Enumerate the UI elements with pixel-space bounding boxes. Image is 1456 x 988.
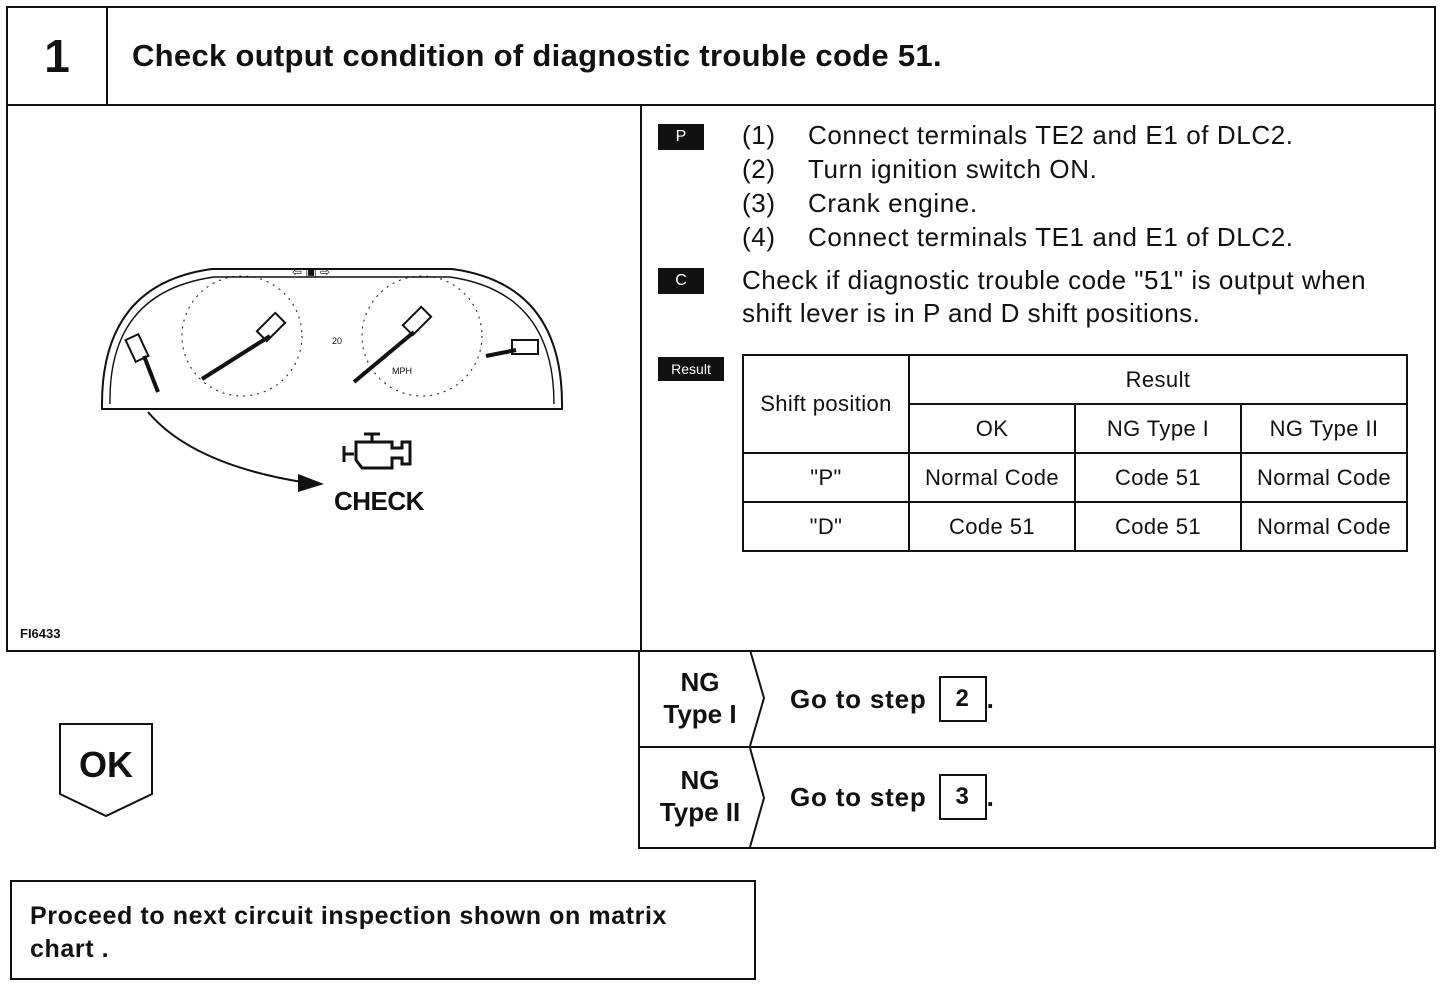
outcome-separator xyxy=(749,650,766,848)
column-ok: OK xyxy=(908,403,1076,454)
cluster-outline xyxy=(100,268,564,410)
procedure-steps: (1) Connect terminals TE2 and E1 of DLC2… xyxy=(742,118,1442,254)
step-reference: 3 xyxy=(938,774,987,820)
header-shift-position: Shift position xyxy=(742,354,910,454)
step-text: Connect terminals TE1 and E1 of DLC2. xyxy=(808,222,1294,252)
step-number: 1 xyxy=(8,8,108,104)
figure-id: FI6433 xyxy=(20,626,61,641)
procedure-step: (1) Connect terminals TE2 and E1 of DLC2… xyxy=(742,118,1442,152)
goto-step-3: Go to step 3 . xyxy=(790,774,995,820)
step-header: 1 Check output condition of diagnostic t… xyxy=(6,6,1436,106)
row-position: "P" xyxy=(742,452,910,503)
svg-text:20: 20 xyxy=(332,336,342,346)
table-cell: Code 51 xyxy=(1074,452,1242,503)
outcome-label-line: Type I xyxy=(663,699,737,729)
procedure-step: (2) Turn ignition switch ON. xyxy=(742,152,1442,186)
check-badge: C xyxy=(658,268,704,294)
svg-text:MPH: MPH xyxy=(392,366,412,376)
ok-arrow-icon xyxy=(59,723,153,818)
ng-outcomes: NG Type I Go to step 2 . NG Type II Go t… xyxy=(638,650,1436,849)
outcome-label-line: NG xyxy=(680,765,720,795)
step-index: (3) xyxy=(742,188,776,218)
ok-label: OK xyxy=(79,744,133,785)
table-row: "D" Code 51 Code 51 Normal Code xyxy=(742,501,1408,552)
step-index: (1) xyxy=(742,120,776,150)
instrument-cluster-illustration: ⇦ ▣ ⇨ 20 MPH xyxy=(100,265,564,492)
check-engine-icon xyxy=(342,432,412,470)
outcome-label-ng-type-1: NG Type I xyxy=(648,666,752,730)
step-text: Crank engine. xyxy=(808,188,978,218)
check-instruction: Check if diagnostic trouble code "51" is… xyxy=(742,265,1367,328)
check-engine-label: CHECK xyxy=(334,486,424,516)
result-badge: Result xyxy=(658,357,724,381)
table-cell: Normal Code xyxy=(1240,452,1408,503)
procedure-panel: ⇦ ▣ ⇨ 20 MPH CHECK FI6433 P C Result (1)… xyxy=(6,104,1436,652)
goto-text: Go to step xyxy=(790,781,927,812)
panel-divider xyxy=(640,104,642,650)
procedure-step: (3) Crank engine. xyxy=(742,186,1442,220)
table-cell: Normal Code xyxy=(1240,501,1408,552)
arrow-head-icon xyxy=(298,474,324,492)
step-text: Connect terminals TE2 and E1 of DLC2. xyxy=(808,120,1294,150)
result-table: Shift position Result OK NG Type I NG Ty… xyxy=(742,354,1408,552)
header-result: Result xyxy=(908,354,1408,405)
outcome-label-line: NG xyxy=(680,667,720,697)
procedure-step: (4) Connect terminals TE1 and E1 of DLC2… xyxy=(742,220,1442,254)
table-cell: Normal Code xyxy=(908,452,1076,503)
row-position: "D" xyxy=(742,501,910,552)
table-row: "P" Normal Code Code 51 Normal Code xyxy=(742,452,1408,503)
svg-text:⇦ ▣ ⇨: ⇦ ▣ ⇨ xyxy=(292,265,330,279)
step-index: (2) xyxy=(742,154,776,184)
outcome-label-ng-type-2: NG Type II xyxy=(648,764,752,828)
goto-step-2: Go to step 2 . xyxy=(790,676,995,722)
outcome-divider xyxy=(640,746,1436,748)
column-ng-type-1: NG Type I xyxy=(1074,403,1242,454)
step-reference: 2 xyxy=(938,676,987,722)
outcome-label-line: Type II xyxy=(659,797,741,827)
next-action-box: Proceed to next circuit inspection shown… xyxy=(10,880,756,980)
table-cell: Code 51 xyxy=(1074,501,1242,552)
table-cell: Code 51 xyxy=(908,501,1076,552)
column-ng-type-2: NG Type II xyxy=(1240,403,1408,454)
step-text: Turn ignition switch ON. xyxy=(808,154,1098,184)
goto-text: Go to step xyxy=(790,683,927,714)
step-index: (4) xyxy=(742,222,776,252)
prepare-badge: P xyxy=(658,124,704,150)
step-title: Check output condition of diagnostic tro… xyxy=(132,38,942,73)
